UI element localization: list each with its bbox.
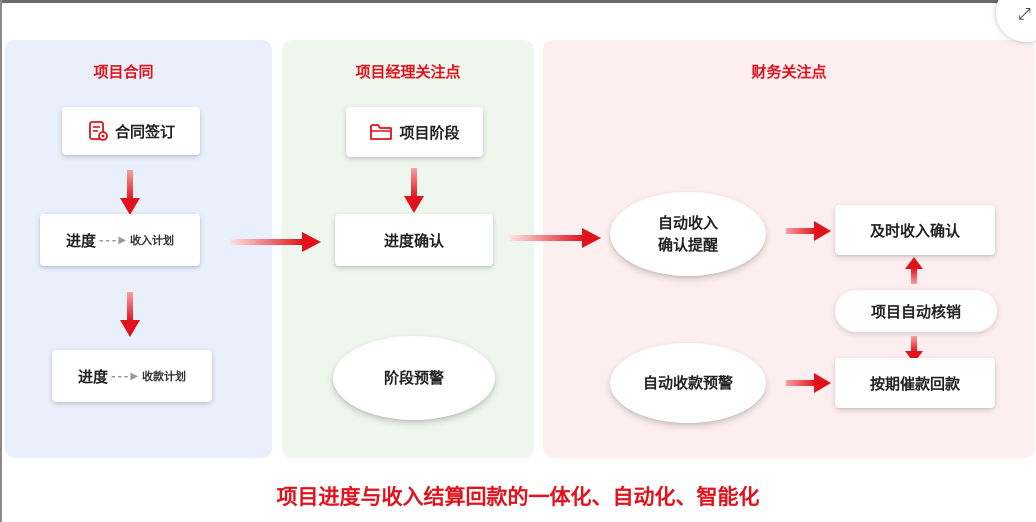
arrow-warning-to-collection [786,373,831,393]
auto-writeoff-label: 项目自动核销 [870,302,961,321]
arrow-contract-to-income [120,170,140,215]
pm-column-title: 项目经理关注点 [355,63,461,81]
auto-income-line2: 确认提醒 [657,236,718,254]
scheduled-collection-node: 按期催款回款 [835,358,995,408]
progress-label-1: 进度 [65,231,96,250]
progress-confirm-label: 进度确认 [383,231,444,250]
window-top-border [0,0,1036,3]
arrow-auto-income-to-timely [786,221,831,241]
project-stage-node: 项目阶段 [346,107,483,157]
timely-income-confirm-label: 及时收入确认 [869,221,960,240]
arrow-income-to-progress-confirm [230,232,321,252]
folder-icon [369,122,393,142]
auto-collection-warning-node: 自动收款预警 [610,343,766,423]
contract-sign-label: 合同签订 [114,122,175,141]
finance-column-title: 财务关注点 [751,63,827,81]
dash-connector: - - - [98,233,116,247]
arrow-stage-to-confirm [404,168,424,213]
footer-title: 项目进度与收入结算回款的一体化、自动化、智能化 [276,485,760,509]
expand-button[interactable]: ⤢ [996,0,1036,42]
arrow-writeoff-down [905,336,923,363]
income-plan-label: 收入计划 [130,234,175,247]
scheduled-collection-label: 按期催款回款 [869,374,960,393]
contract-sign-node: 合同签订 [62,107,200,155]
stage-warning-label: 阶段预警 [383,369,444,387]
timely-income-confirm-node: 及时收入确认 [835,205,995,255]
progress-label-2: 进度 [77,367,108,386]
stage-warning-node: 阶段预警 [333,336,495,420]
auto-writeoff-node: 项目自动核销 [835,290,997,332]
auto-income-reminder-node: 自动收入 确认提醒 [610,192,766,276]
contract-column-title: 项目合同 [93,63,154,81]
expand-icon: ⤢ [1018,4,1031,23]
arrow-writeoff-up [905,257,923,284]
play-arrow-icon: ▶ [118,234,127,246]
collection-plan-label: 收款计划 [142,370,187,383]
income-plan-node: 进度 - - - ▶ 收入计划 [40,214,200,266]
play-arrow-icon: ▶ [130,370,139,382]
collection-plan-node: 进度 - - - ▶ 收款计划 [52,350,212,402]
arrow-income-to-collection [120,292,140,337]
contract-document-icon [87,120,109,142]
dash-connector: - - - [110,369,128,383]
progress-confirm-node: 进度确认 [335,214,493,266]
arrow-confirm-to-auto-income [510,228,601,248]
project-stage-label: 项目阶段 [399,123,460,142]
window-left-border [0,0,2,522]
auto-collection-warning-label: 自动收款预警 [642,374,733,392]
auto-income-line1: 自动收入 [657,214,718,232]
